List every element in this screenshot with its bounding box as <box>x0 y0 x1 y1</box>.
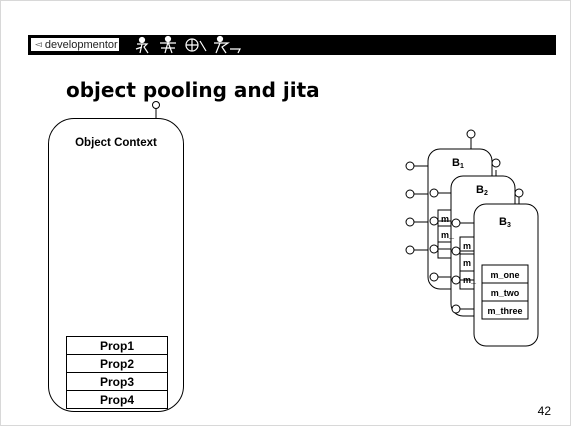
field-label: m_three <box>487 306 522 316</box>
field-label: m_one <box>490 270 519 280</box>
lollipop-port-icon <box>406 162 428 254</box>
field-label: m <box>441 214 449 224</box>
field-label: m_two <box>491 288 520 298</box>
field-label: m <box>463 258 471 268</box>
page-number: 42 <box>538 404 551 418</box>
field-label: m <box>463 241 471 251</box>
field-label: m_ <box>463 275 477 285</box>
field-label: m_ <box>441 230 455 240</box>
